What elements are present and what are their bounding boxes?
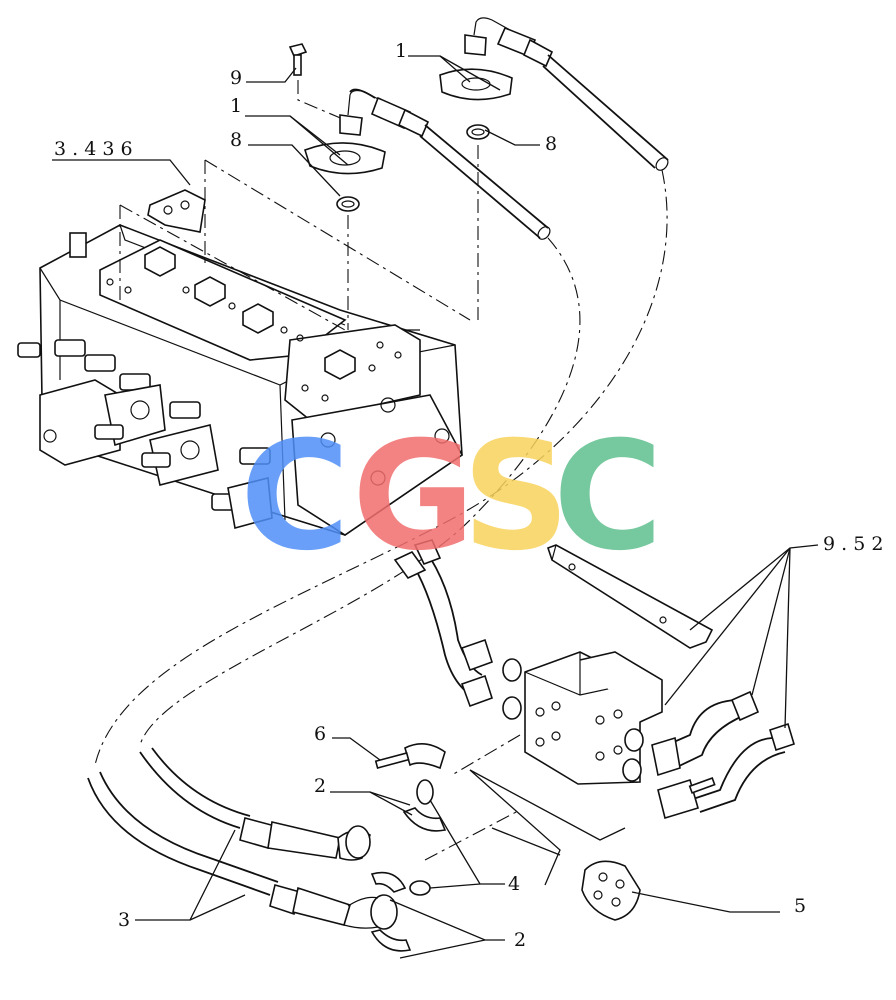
callout-part-1-right: 1 [395, 40, 407, 62]
callout-part-2-upper: 2 [314, 775, 326, 797]
mounting-bracket [546, 544, 714, 649]
bolt-top [288, 43, 308, 76]
callout-part-8-right: 8 [545, 133, 557, 155]
callout-part-6: 6 [314, 723, 326, 745]
hose-assembly-upper-a [139, 88, 581, 746]
watermark-letter-c2: C [553, 410, 663, 584]
callout-part-8-left: 8 [230, 129, 242, 151]
callout-part-3: 3 [118, 909, 130, 931]
block-pipes [393, 539, 795, 820]
watermark-letter-c1: C [240, 410, 350, 584]
callout-part-9: 9 [230, 67, 242, 89]
callouts: 9 1 8 1 8 3 . 4 3 6 9 . 5 2 6 2 3 4 2 5 [54, 40, 883, 951]
watermark-letter-g: G [352, 410, 475, 584]
leader-lines [52, 55, 819, 959]
cover-plate [581, 860, 641, 921]
cgsc-watermark: C G S C [240, 410, 663, 584]
control-valve-assembly [17, 189, 464, 536]
split-flanges-upper [304, 68, 513, 212]
manifold-block [524, 651, 663, 785]
split-flanges-lower [370, 743, 447, 952]
callout-part-5: 5 [794, 895, 806, 917]
watermark-letter-s: S [462, 410, 570, 584]
hose-assembly-upper-b [94, 17, 669, 766]
hose-assembly-lower [87, 747, 398, 930]
callout-part-1-left: 1 [230, 95, 242, 117]
callout-ref-valve: 3 . 4 3 6 [54, 138, 133, 160]
callout-ref-block: 9 . 5 2 [823, 533, 883, 555]
callout-part-2-lower: 2 [514, 929, 526, 951]
callout-part-4: 4 [508, 873, 520, 895]
assembly-centerlines [119, 80, 521, 861]
